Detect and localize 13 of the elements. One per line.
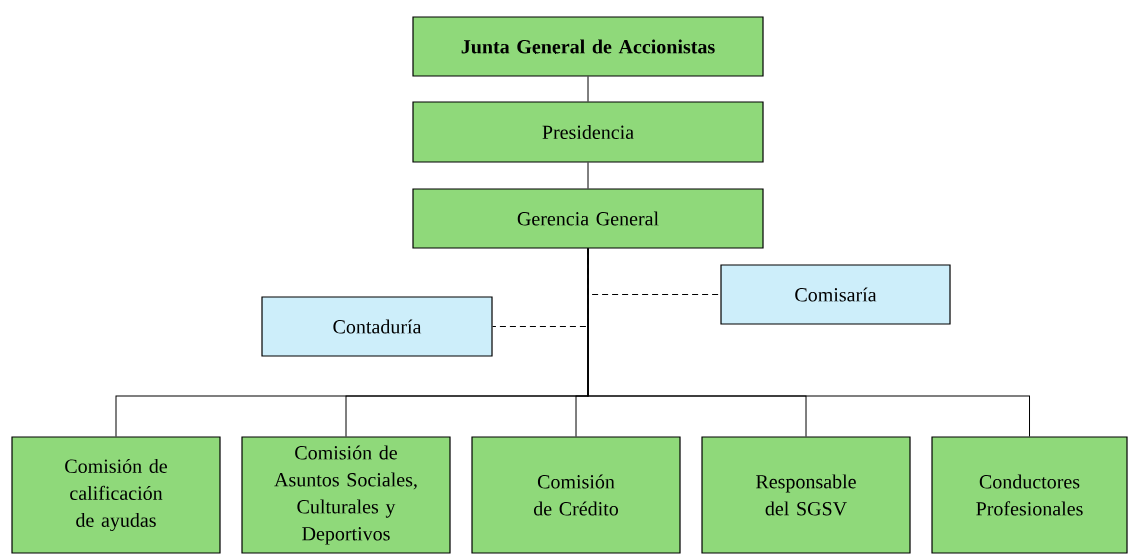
org-box: Responsable del SGSV — [701, 436, 911, 554]
org-box: Comisión de calificación de ayudas — [11, 436, 221, 554]
connector — [587, 248, 1030, 437]
staff-box: Comisaría — [720, 264, 951, 325]
org-box: Junta General de Accionistas — [412, 16, 764, 77]
org-box: Gerencia General — [412, 188, 764, 249]
connector — [587, 162, 589, 189]
staff-box: Contaduría — [261, 296, 493, 357]
org-box: Conductores Profesionales — [931, 436, 1128, 554]
org-box: Comisión de Crédito — [471, 436, 681, 554]
org-box: Presidencia — [412, 101, 764, 163]
connector — [587, 76, 589, 102]
org-box: Comisión de Asuntos Sociales, Culturales y Deportivos — [241, 436, 451, 554]
